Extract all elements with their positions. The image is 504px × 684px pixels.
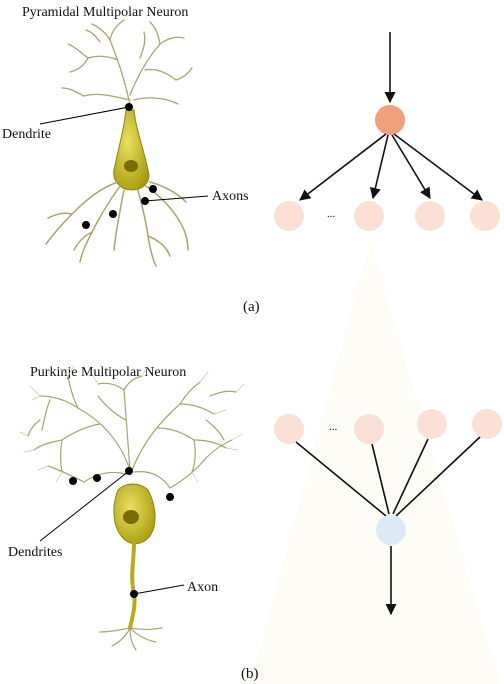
dendrite-marker-dot bbox=[93, 474, 101, 482]
divergent-network-diagram: ... bbox=[274, 32, 500, 231]
target-node bbox=[274, 201, 304, 231]
panel-a-axons-label: Axons bbox=[212, 189, 249, 204]
convergent-network-diagram: ... bbox=[274, 409, 502, 616]
pyramidal-neuron-illustration bbox=[45, 19, 193, 267]
panel-b-caption: (b) bbox=[241, 666, 259, 682]
panel-b: Purkinje Multipolar Neuron bbox=[8, 365, 502, 682]
panel-b-ellipsis: ... bbox=[329, 421, 338, 433]
target-node bbox=[470, 201, 500, 231]
fan-in-line bbox=[371, 443, 390, 515]
axon-marker-dot bbox=[149, 185, 157, 193]
target-node bbox=[415, 201, 445, 231]
input-node bbox=[354, 414, 384, 444]
panel-b-title: Purkinje Multipolar Neuron bbox=[30, 365, 186, 380]
axons-leader-line bbox=[144, 195, 209, 202]
panel-a-ellipsis: ... bbox=[327, 208, 336, 220]
panel-a-caption: (a) bbox=[243, 299, 260, 315]
panel-a-title: Pyramidal Multipolar Neuron bbox=[22, 5, 188, 20]
axon-marker-dot bbox=[82, 221, 90, 229]
fan-in-line bbox=[295, 441, 387, 517]
dendrite-leader-line bbox=[39, 106, 130, 125]
panel-a-dendrite-label: Dendrite bbox=[2, 127, 51, 142]
purkinje-nucleus bbox=[123, 510, 139, 524]
fan-in-line bbox=[395, 436, 481, 517]
axon-marker-dot bbox=[109, 210, 117, 218]
fan-out-arrow bbox=[299, 133, 387, 201]
panel-a: Pyramidal Multipolar Neuron bbox=[2, 5, 500, 315]
fan-in-line bbox=[392, 438, 429, 515]
input-node bbox=[472, 409, 502, 439]
dendrites-leader-line bbox=[39, 470, 130, 542]
fan-out-arrow bbox=[393, 133, 483, 201]
dendrite-marker-dot bbox=[69, 477, 77, 485]
pyramidal-nucleus bbox=[124, 160, 138, 172]
fan-out-arrow bbox=[391, 134, 431, 199]
input-node bbox=[417, 409, 447, 439]
purkinje-neuron-illustration bbox=[19, 365, 245, 651]
background-wedge bbox=[250, 240, 500, 684]
axon-leader-line bbox=[133, 584, 185, 595]
dendrite-marker-dot bbox=[166, 493, 174, 501]
source-node bbox=[375, 105, 405, 135]
panel-b-axon-label: Axon bbox=[187, 580, 218, 595]
sum-node bbox=[376, 515, 406, 545]
target-node bbox=[354, 201, 384, 231]
fan-out-arrow bbox=[369, 134, 389, 200]
input-node bbox=[274, 414, 304, 444]
panel-b-dendrites-label: Dendrites bbox=[8, 545, 62, 560]
